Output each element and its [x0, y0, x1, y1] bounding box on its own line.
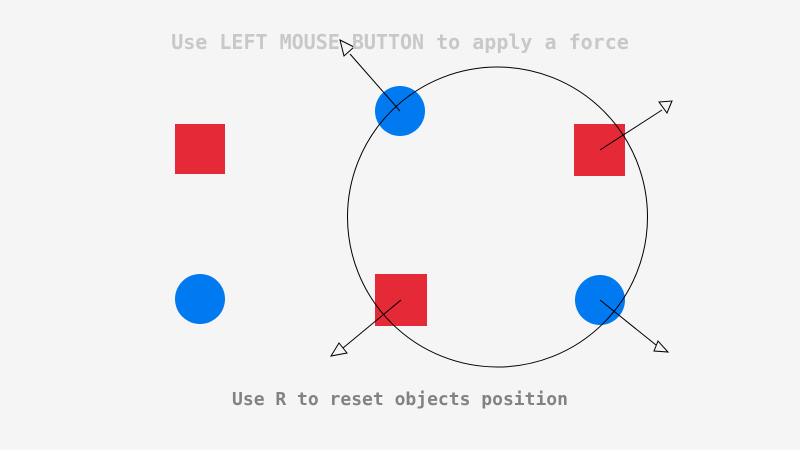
force-arrow-bottom-center — [329, 299, 402, 357]
force-arrowhead-icon — [339, 39, 355, 57]
force-arrow-line — [599, 109, 663, 151]
red-square-body-top-left[interactable] — [175, 124, 225, 174]
instruction-reset-position: Use R to reset objects position — [232, 389, 568, 410]
force-arrowhead-icon — [658, 100, 673, 115]
force-arrow-top-center — [339, 39, 401, 112]
blue-circle-body-mid-left[interactable] — [175, 274, 225, 324]
force-arrowhead-icon — [653, 340, 670, 353]
instruction-apply-force: Use LEFT MOUSE BUTTON to apply a force — [171, 30, 629, 54]
force-arrowhead-icon — [329, 342, 348, 357]
force-arrow-line — [342, 299, 402, 349]
force-arrow-top-right — [599, 100, 673, 151]
force-arrow-line — [599, 299, 657, 346]
force-arrow-line — [349, 53, 401, 112]
red-square-body-top-right[interactable] — [574, 124, 625, 176]
boundary-circle-outline — [347, 66, 648, 368]
force-arrow-bottom-right — [599, 299, 670, 353]
